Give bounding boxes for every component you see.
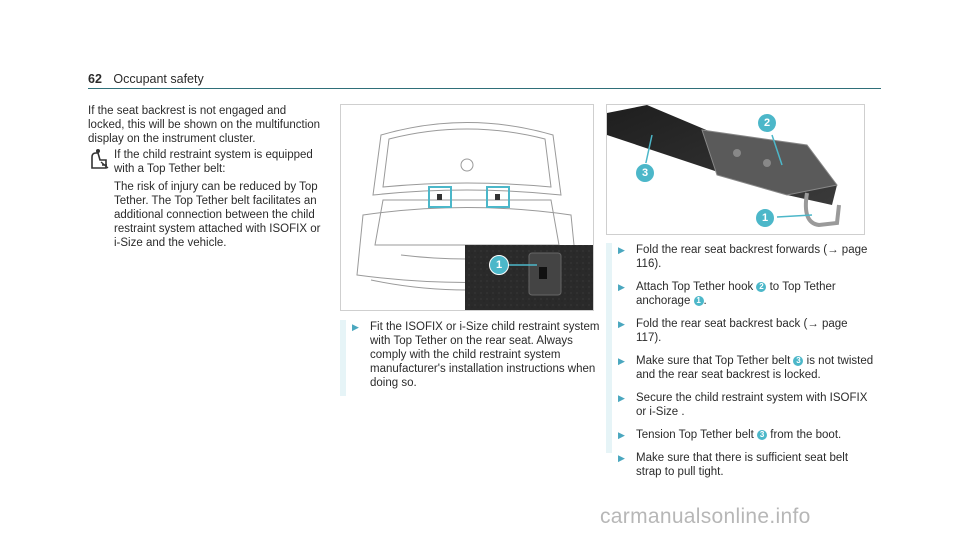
boot-illustration: 1 xyxy=(340,104,594,311)
tether-steps: ▶ Fold the rear seat backrest forwards (… xyxy=(606,243,874,478)
step-text: Fit the ISOFIX or i-Size child restraint… xyxy=(370,321,600,389)
step-text: Secure the child restraint system with I… xyxy=(636,392,868,418)
callout-1-badge: 1 xyxy=(489,255,509,275)
warning-block: If the child restraint system is equippe… xyxy=(88,148,324,250)
step-arrow-icon: ▶ xyxy=(618,356,625,366)
step-arrow-icon: ▶ xyxy=(618,453,625,463)
callout-2-inline-badge: 2 xyxy=(756,282,767,292)
step-text: Fold the rear seat backrest back (→ page… xyxy=(636,318,848,344)
warning-title: If the child restraint system is equippe… xyxy=(114,149,313,175)
step-text: Make sure that Top Tether belt xyxy=(636,355,794,367)
page-header: 62 Occupant safety xyxy=(88,72,204,86)
step-arrow-icon: ▶ xyxy=(618,430,625,440)
step-arrow-icon: ▶ xyxy=(352,322,359,332)
step-arrow-icon: ▶ xyxy=(618,319,625,329)
callout-3-inline-badge: 3 xyxy=(757,430,768,440)
step-text: Tension Top Tether belt xyxy=(636,429,758,441)
step-text: to Top Tether anchorage xyxy=(636,281,836,307)
step-item: ▶ Secure the child restraint system with… xyxy=(612,391,874,419)
step-arrow-icon: ▶ xyxy=(618,245,625,255)
callout-1-badge: 1 xyxy=(755,208,775,228)
callout-1-inline-badge: 1 xyxy=(693,296,704,306)
step-item: ▶ Fold the rear seat backrest forwards (… xyxy=(612,243,874,271)
watermark: carmanualsonline.info xyxy=(600,505,811,528)
header-rule xyxy=(88,88,881,89)
top-tether-illustration: 2 3 1 xyxy=(606,104,865,235)
callout-1-label: 1 xyxy=(495,259,503,271)
page-number: 62 xyxy=(88,72,102,86)
step-item: ▶ Make sure that there is sufficient sea… xyxy=(612,451,874,479)
callout-2-badge: 2 xyxy=(757,113,777,133)
step-text: is not twisted and the rear seat backres… xyxy=(636,355,874,381)
step-text: Attach Top Tether hook xyxy=(636,281,757,293)
callout-1-label: 1 xyxy=(761,212,769,224)
section-title: Occupant safety xyxy=(113,72,204,86)
warning-body: The risk of injury can be reduced by Top… xyxy=(114,181,321,249)
intro-column: If the seat backrest is not engaged and … xyxy=(88,104,324,250)
step-text: Make sure that there is sufficient seat … xyxy=(636,452,849,478)
callout-3-label: 3 xyxy=(641,167,649,179)
child-seat-warning-icon xyxy=(88,148,114,250)
step-text: . xyxy=(703,295,707,307)
step-text: from the boot. xyxy=(767,429,842,441)
step-item: ▶ Fold the rear seat backrest back (→ pa… xyxy=(612,317,874,345)
step-text: Fold the rear seat backrest forwards (→ … xyxy=(636,244,868,270)
callout-3-inline-badge: 3 xyxy=(793,356,804,366)
fitting-steps: ▶ Fit the ISOFIX or i-Size child restrai… xyxy=(340,320,600,396)
step-item: ▶ Fit the ISOFIX or i-Size child restrai… xyxy=(346,320,600,390)
step-arrow-icon: ▶ xyxy=(618,393,625,403)
intro-text: If the seat backrest is not engaged and … xyxy=(88,105,321,145)
step-item: ▶ Tension Top Tether belt 3 from the boo… xyxy=(612,428,874,442)
step-item: ▶ Attach Top Tether hook 2 to Top Tether… xyxy=(612,280,874,308)
step-item: ▶ Make sure that Top Tether belt 3 is no… xyxy=(612,354,874,382)
callout-3-badge: 3 xyxy=(635,163,655,183)
step-arrow-icon: ▶ xyxy=(618,282,625,292)
callout-2-label: 2 xyxy=(763,117,771,129)
